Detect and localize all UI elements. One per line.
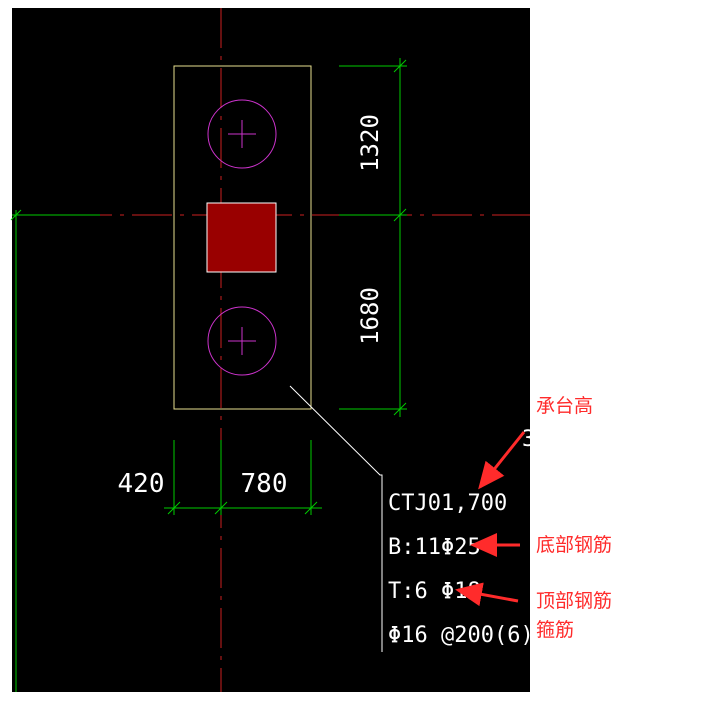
label-line4: Φ16 @200(6): [388, 623, 534, 648]
horizontal-dimension: [164, 440, 322, 515]
column: [206, 202, 277, 273]
pile-cap-outline: [173, 65, 312, 410]
vertical-dimension: [339, 58, 407, 417]
dimension-bottom-span: 1680: [356, 287, 384, 345]
annotation-top-rebar: 顶部钢筋: [536, 590, 612, 612]
dimension-right-span: 780: [241, 469, 288, 499]
left-guide-tick: [10, 209, 22, 221]
pile-top: [207, 99, 277, 169]
dimension-left-span: 420: [118, 469, 165, 499]
annotation-cap-height: 承台高: [536, 395, 593, 417]
label-line1: CTJ01,700: [388, 491, 507, 516]
arrow-top-rebar: [455, 582, 519, 607]
pile-bottom: [207, 306, 277, 376]
annotation-stirrup: 箍筋: [536, 619, 574, 641]
leader-line: [289, 385, 383, 652]
label-line2: B:11Φ25: [388, 535, 481, 560]
arrow-cap-height: [478, 431, 526, 490]
dimension-top-span: 1320: [356, 114, 384, 172]
edge-glyph: 3: [522, 427, 535, 452]
cad-viewport: [12, 8, 530, 692]
annotation-bottom-rebar: 底部钢筋: [536, 534, 612, 556]
